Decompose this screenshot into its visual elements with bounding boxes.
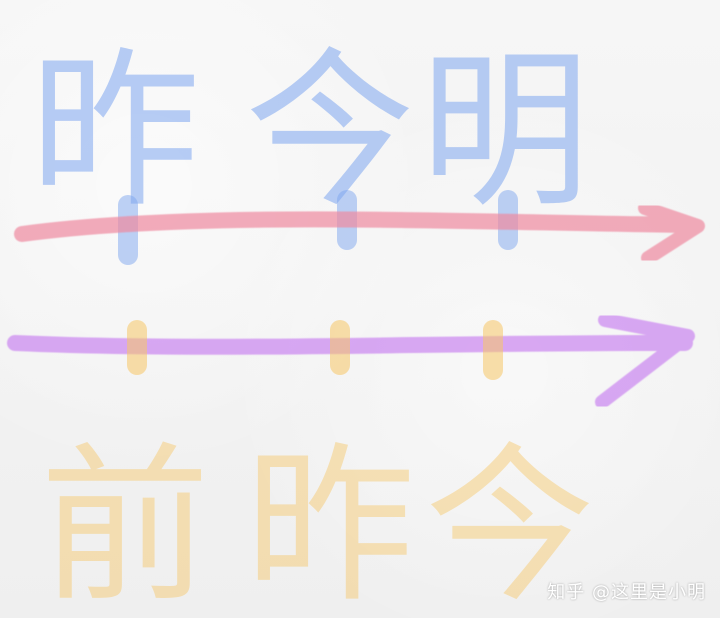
bottom-arrow: [7, 313, 695, 409]
bottom-tick-marks: [127, 320, 503, 380]
bottom-char-1: 前: [40, 428, 210, 618]
top-char-2: 今: [245, 33, 415, 231]
top-arrow: [14, 201, 705, 265]
top-char-1: 昨: [30, 33, 200, 231]
watermark: 知乎 @这里是小明: [547, 582, 706, 603]
bottom-char-2: 昨: [245, 428, 415, 618]
bottom-char-3: 今: [425, 428, 595, 618]
